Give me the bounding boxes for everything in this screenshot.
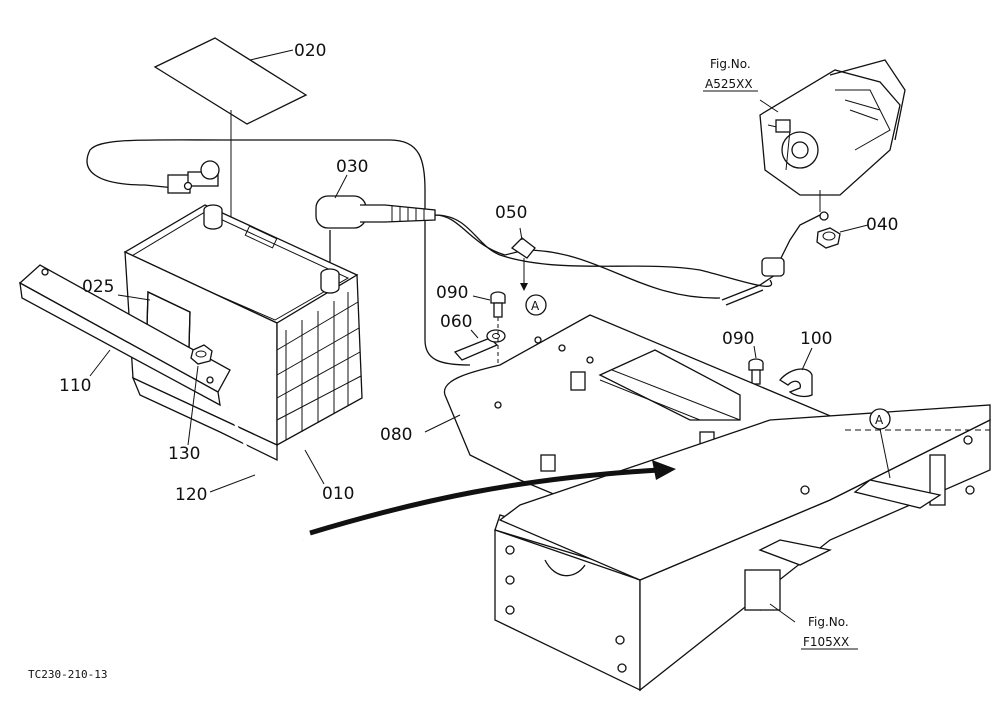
battery-holder-110 <box>18 264 231 407</box>
marker-a-frame: A <box>869 408 891 479</box>
part-label-120: 120 <box>175 485 207 505</box>
fig-ref-f105-line1: Fig.No. <box>808 615 849 629</box>
part-label-110: 110 <box>59 376 91 396</box>
hook-rod-120 <box>226 407 305 547</box>
part-label-090-left: 090 <box>436 283 468 303</box>
assembly-arrow <box>309 460 676 536</box>
chassis-frame <box>494 404 991 692</box>
marker-a-plate: A <box>525 294 547 316</box>
part-label-060: 060 <box>440 312 472 332</box>
fig-ref-a525-line2: A525XX <box>705 77 753 91</box>
part-label-100: 100 <box>800 329 832 349</box>
part-label-130: 130 <box>168 444 200 464</box>
negative-cable <box>86 139 471 366</box>
fig-ref-f105-line2: F105XX <box>803 635 849 649</box>
terminal-060 <box>453 329 506 361</box>
drawing-code: TC230-210-13 <box>28 668 107 681</box>
clip-100 <box>779 368 813 398</box>
part-label-050: 050 <box>495 203 527 223</box>
part-label-030: 030 <box>336 157 368 177</box>
nut-040 <box>816 227 841 249</box>
marker-a-plate-text: A <box>531 299 540 313</box>
part-label-020: 020 <box>294 41 326 61</box>
fig-ref-a525-line1: Fig.No. <box>710 57 751 71</box>
bolt-090-left <box>490 291 506 400</box>
starter-motor <box>759 59 906 221</box>
nut-130 <box>190 344 213 365</box>
positive-cable-030 <box>315 195 821 306</box>
clamp-050 <box>510 237 536 291</box>
part-label-090-right: 090 <box>722 329 754 349</box>
part-label-010: 010 <box>322 484 354 504</box>
part-label-025: 025 <box>82 277 114 297</box>
leaders <box>89 49 869 623</box>
part-label-040: 040 <box>866 215 898 235</box>
marker-a-frame-text: A <box>875 413 884 427</box>
part-label-080: 080 <box>380 425 412 445</box>
